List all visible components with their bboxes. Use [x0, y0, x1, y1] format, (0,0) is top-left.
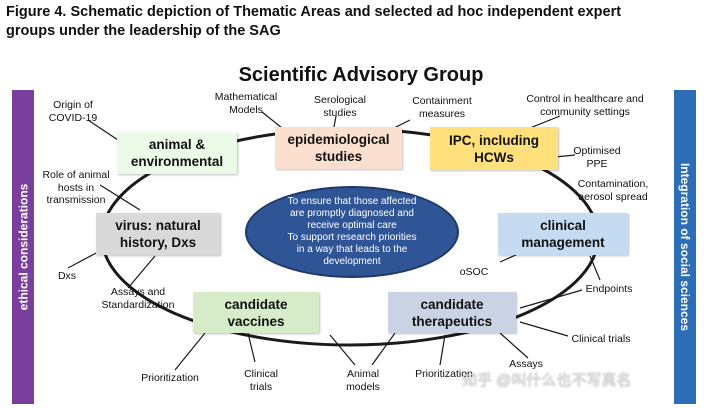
- label-dxs: Dxs: [57, 270, 77, 282]
- label-osoc: oSOC: [459, 266, 489, 278]
- line-role: [99, 184, 141, 211]
- label-contamination: Contamination,aerosol spread: [577, 178, 649, 203]
- central-objectives-oval: To ensure that those affected are prompt…: [245, 186, 459, 278]
- watermark-text: 知乎 @叫什么也不写真名: [462, 372, 632, 389]
- caption-line-1: Figure 4. Schematic depiction of Themati…: [6, 4, 622, 20]
- node-candidate-vaccines: candidate vaccines: [193, 292, 319, 333]
- node-vaccines-line-1: candidate: [224, 296, 288, 312]
- line-sero: [333, 115, 337, 128]
- node-epi-line-2: studies: [314, 149, 363, 164]
- line-clinical-trials-b: [247, 332, 256, 363]
- diagram-title: Scientific Advisory Group: [238, 64, 484, 86]
- line-dxs: [67, 251, 99, 269]
- node-clinical-management: clinical management: [498, 213, 628, 255]
- label-prioritization-left: Prioritization: [141, 372, 199, 384]
- line-contamination: [544, 169, 573, 189]
- line-assays: [499, 332, 529, 359]
- line-origin: [87, 119, 119, 141]
- node-epi-line-1: epidemiological: [287, 132, 390, 147]
- node-vaccines-line-2: vaccines: [227, 313, 285, 329]
- objective-line-2: are promptly diagnosed and: [290, 208, 414, 219]
- line-assays-std: [127, 255, 156, 289]
- line-endpoints: [519, 289, 583, 309]
- line-animal-models-r: [371, 332, 396, 366]
- node-epidemiological-studies: epidemiological studies: [275, 127, 402, 169]
- node-virus-line-1: virus: natural: [115, 218, 201, 233]
- node-animal-environmental: animal & environmental: [117, 132, 237, 174]
- node-virus-natural-history: virus: natural history, Dxs: [96, 213, 220, 255]
- line-animal-models-l: [329, 334, 356, 366]
- node-animal-line-2: environmental: [130, 154, 224, 169]
- label-clinical-trials-right: Clinical trials: [571, 333, 631, 345]
- line-osoc: [499, 253, 519, 263]
- objective-line-3: receive optimal care: [307, 220, 397, 231]
- objective-line-6: development: [323, 256, 381, 267]
- figure-caption: Figure 4. Schematic depiction of Themati…: [6, 3, 706, 41]
- node-virus-line-2: history, Dxs: [119, 235, 197, 250]
- line-prioritization-r: [439, 334, 446, 366]
- ethical-considerations-bar: ethical considerations: [12, 90, 34, 404]
- label-prioritization-right: Prioritization: [415, 368, 473, 380]
- node-therapeutics-line-2: therapeutics: [411, 313, 493, 329]
- node-therapeutics-line-1: candidate: [420, 296, 484, 312]
- node-clinical-line-1: clinical: [540, 218, 586, 233]
- caption-line-2: groups under the leadership of the SAG: [6, 23, 281, 39]
- label-assays: Assays: [509, 358, 543, 370]
- social-sciences-bar: Integration of social sciences: [674, 90, 696, 404]
- objective-line-1: To ensure that those affected: [287, 196, 417, 207]
- line-prioritization-l: [174, 332, 206, 371]
- node-candidate-therapeutics: candidate therapeutics: [388, 292, 516, 333]
- node-ipc-line-2: HCWs: [474, 149, 514, 165]
- line-math: [261, 111, 283, 129]
- node-animal-line-1: animal &: [148, 137, 206, 152]
- line-clinical-endpoint-up: [589, 255, 601, 281]
- node-ipc-hcws: IPC, including HCWs: [430, 127, 558, 170]
- node-clinical-line-2: management: [521, 235, 605, 250]
- node-ipc-line-1: IPC, including: [449, 132, 539, 148]
- line-clinical-trials-r: [519, 321, 569, 337]
- objective-line-4: To support research priorities: [287, 232, 417, 243]
- label-endpoints: Endpoints: [585, 283, 633, 295]
- objective-line-5: in a way that leads to the: [296, 244, 408, 255]
